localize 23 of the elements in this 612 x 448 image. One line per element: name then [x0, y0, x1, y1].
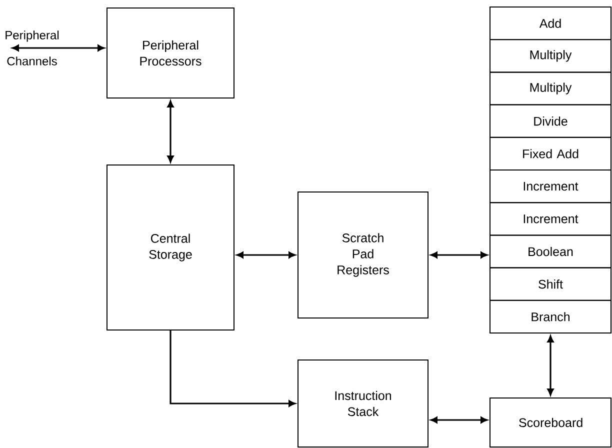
- process-box: Central Storage: [106, 164, 234, 330]
- unit-box: Add: [490, 6, 612, 40]
- unit-box: Increment: [490, 202, 612, 236]
- unit-box: Boolean: [490, 234, 612, 268]
- unit-box: Multiply: [490, 39, 612, 73]
- unit-box: Shift: [490, 267, 612, 301]
- arrow: [236, 252, 296, 258]
- arrow: [12, 44, 104, 52]
- arrow: [430, 252, 488, 258]
- unit-box: Increment: [490, 170, 612, 204]
- process-box: Scoreboard: [490, 398, 612, 448]
- process-box: Scratch Pad Registers: [298, 192, 428, 318]
- arrow: [547, 336, 554, 396]
- process-box: Instruction Stack: [298, 360, 428, 448]
- process-box: Peripheral Processors: [106, 8, 234, 98]
- arrow: [167, 100, 174, 162]
- unit-box: Fixed Add: [490, 136, 612, 170]
- channel-label: Peripheral Channels: [6, 30, 59, 66]
- arrow: [170, 330, 296, 407]
- unit-box: Divide: [490, 104, 612, 138]
- unit-box: Multiply: [490, 72, 612, 106]
- arrow: [430, 416, 488, 424]
- unit-box: Branch: [490, 300, 612, 334]
